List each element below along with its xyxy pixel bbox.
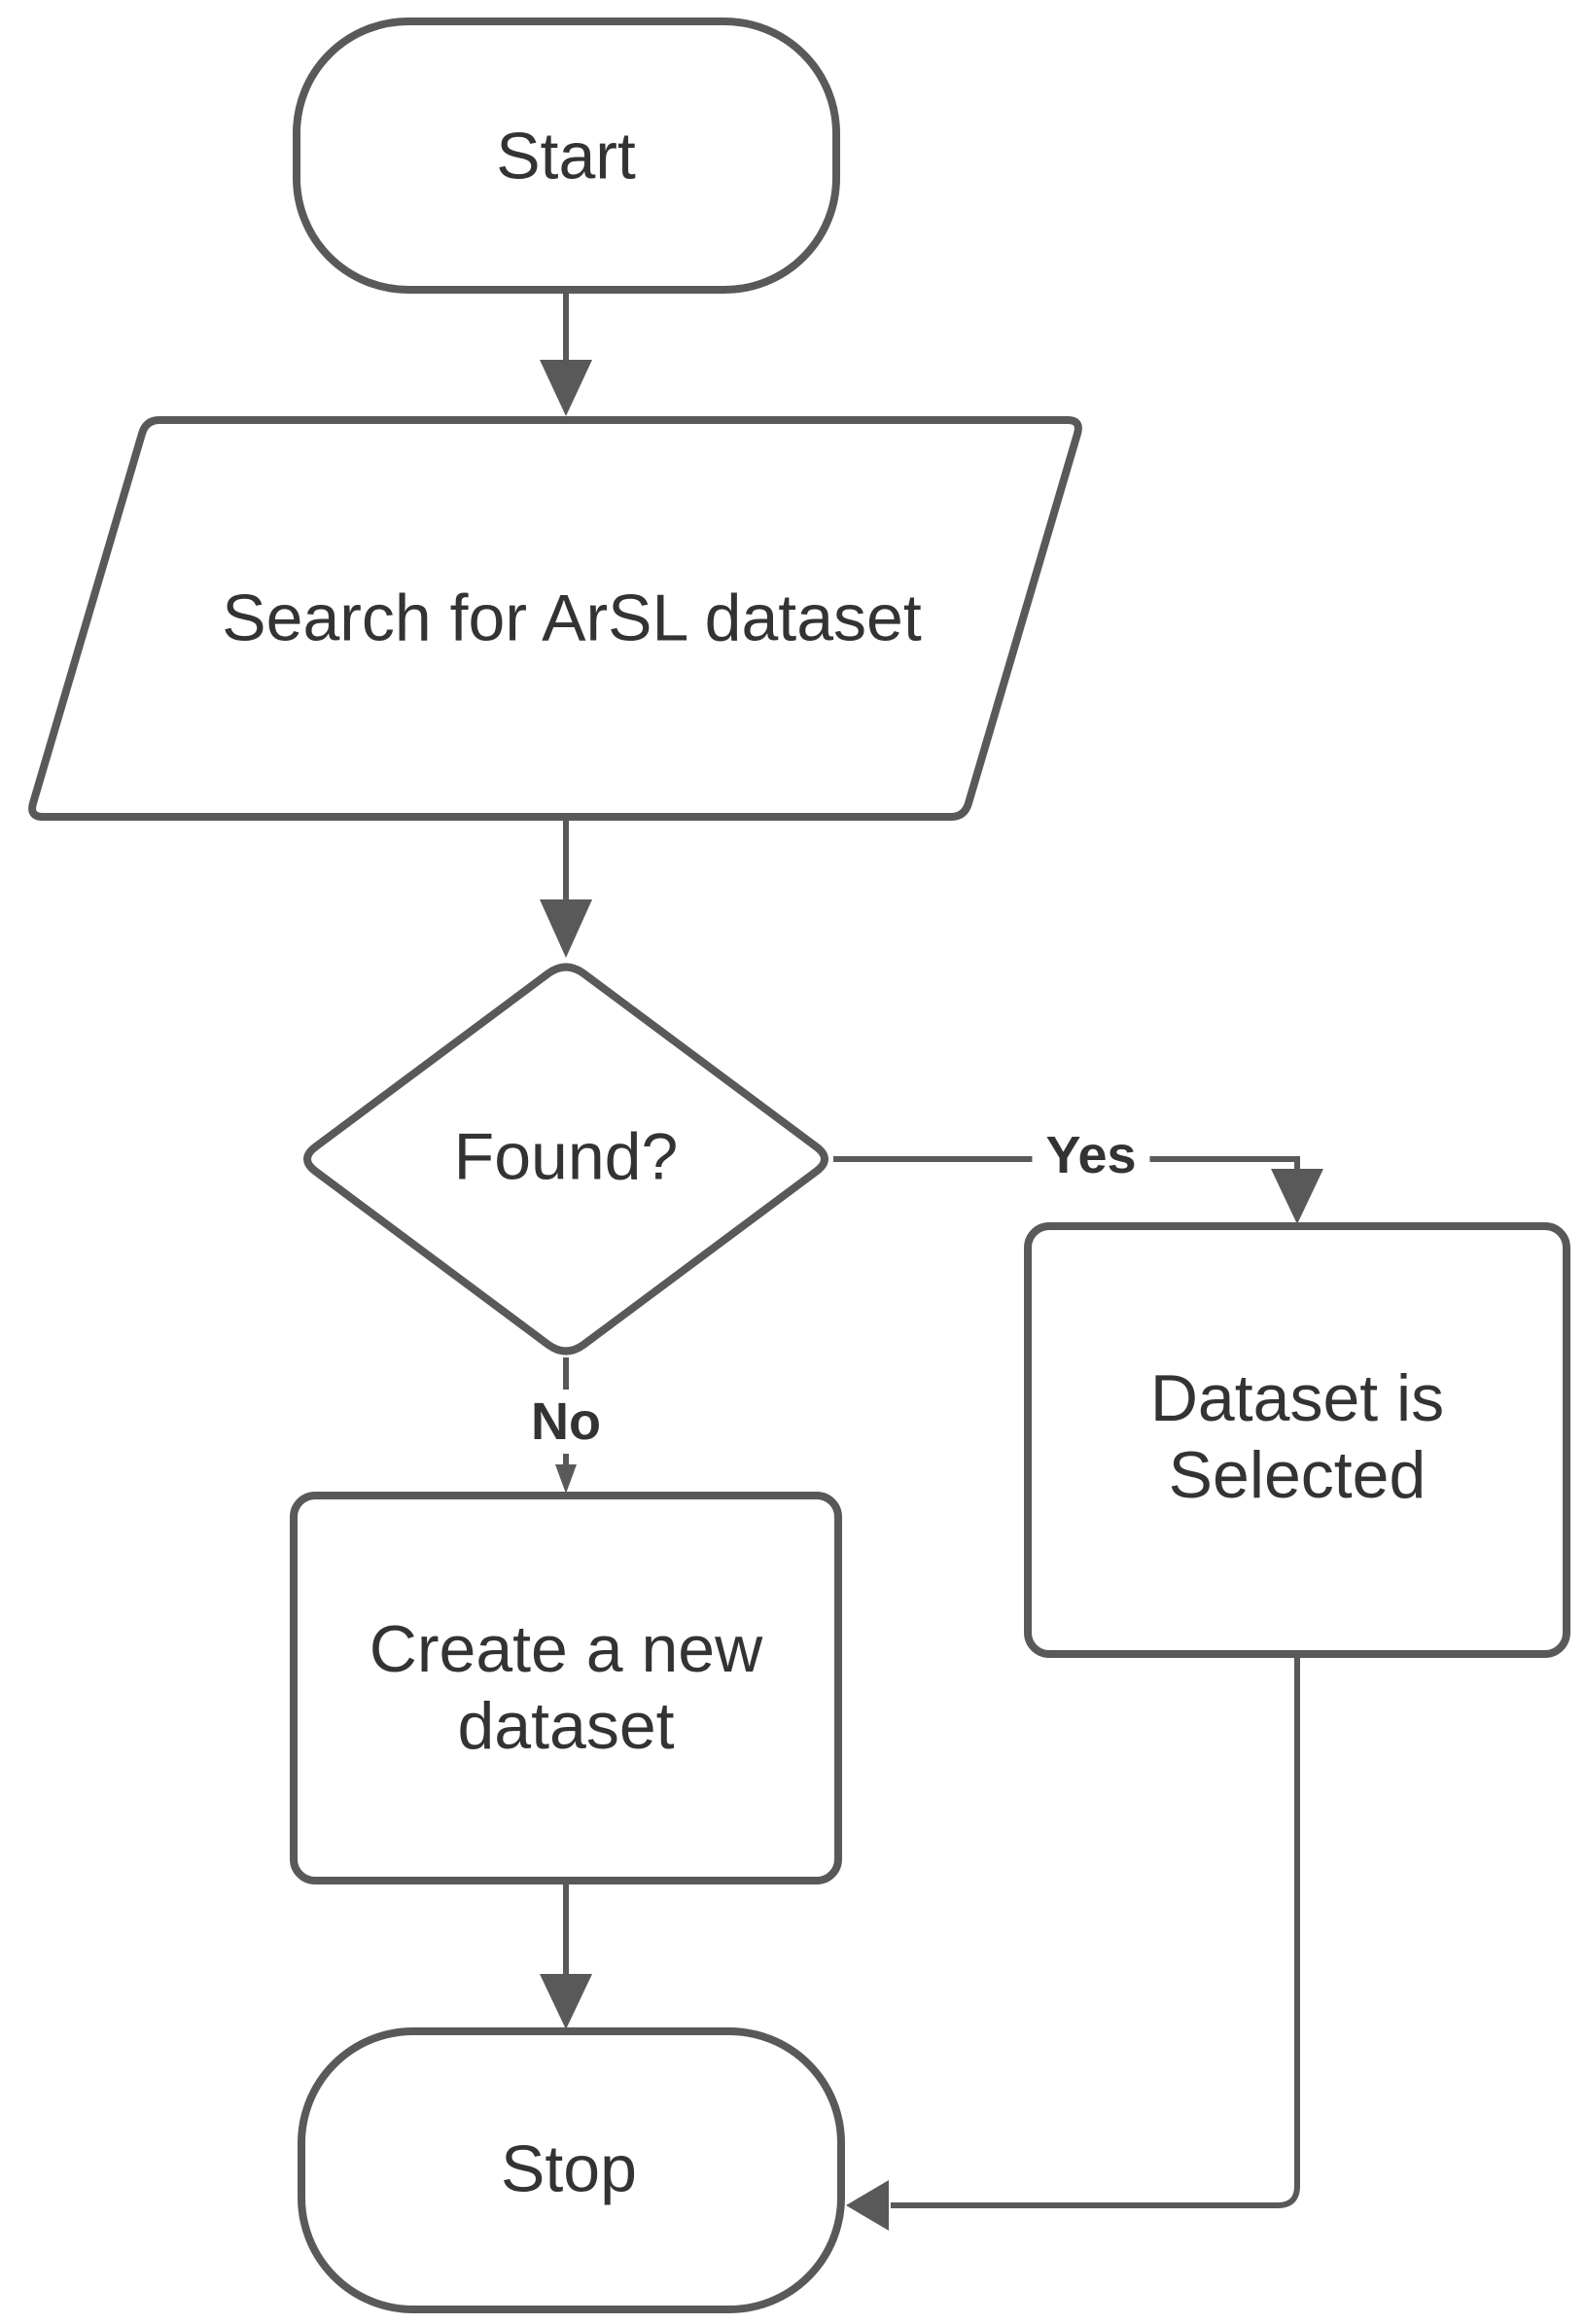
arrowhead-down-small-icon xyxy=(555,1464,577,1494)
dataset-selected-node-label: Dataset is Selected xyxy=(1149,1361,1445,1512)
search-node-shape xyxy=(28,416,1082,821)
found-decision-shape xyxy=(303,963,828,1356)
edge-line xyxy=(833,1156,1300,1171)
edge-found-yes xyxy=(833,1156,1323,1224)
edge-selected-to-stop xyxy=(846,1654,1300,2231)
start-node-label: Start xyxy=(496,119,636,194)
create-dataset-node-shape xyxy=(290,1492,842,1884)
edge-start-to-search xyxy=(540,290,592,416)
arrowhead-down-icon xyxy=(1271,1169,1323,1224)
stop-node-shape xyxy=(298,2027,845,2313)
yes-edge-label: Yes xyxy=(1032,1123,1150,1187)
arrowhead-left-icon xyxy=(846,2180,889,2231)
start-node-shape xyxy=(293,18,840,294)
edge-search-to-found xyxy=(540,817,592,958)
search-node-label: Search for ArSL dataset xyxy=(222,581,922,655)
arrowhead-down-icon xyxy=(540,360,592,416)
no-edge-label: No xyxy=(517,1390,615,1454)
dataset-selected-node-shape xyxy=(1024,1222,1570,1658)
edge-create-to-stop xyxy=(540,1881,592,2029)
create-dataset-node-label: Create a new dataset xyxy=(369,1612,763,1763)
found-decision-label: Found? xyxy=(453,1119,679,1194)
stop-node-label: Stop xyxy=(501,2131,637,2206)
arrowhead-down-icon xyxy=(540,899,592,958)
arrowhead-down-icon xyxy=(540,1974,592,2029)
edge-line xyxy=(891,1654,1300,2208)
